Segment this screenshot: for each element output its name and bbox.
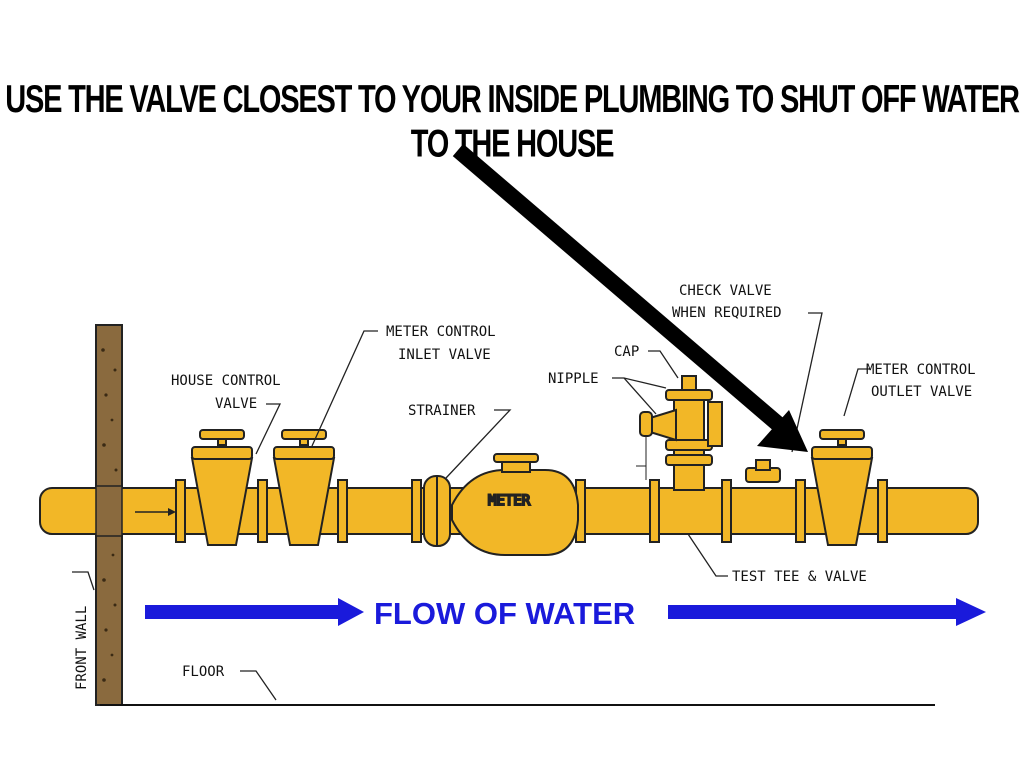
nipple-label: NIPPLE <box>548 371 599 387</box>
floor-label: FLOOR <box>182 664 225 680</box>
meter-outlet-valve <box>810 429 874 546</box>
flow-label: FLOW OF WATER <box>374 596 635 631</box>
cap-label: CAP <box>614 344 639 360</box>
front-wall-label: FRONT WALL <box>74 606 90 690</box>
meter-inlet-label-line2: INLET VALVE <box>398 347 491 363</box>
meter-label: METER <box>488 493 531 509</box>
meter-inlet-label-line1: METER CONTROL <box>386 324 496 340</box>
meter-outlet-label-line1: METER CONTROL <box>866 362 976 378</box>
check-valve <box>745 459 781 483</box>
check-valve-label-line1: CHECK VALVE <box>679 283 772 299</box>
water-meter: METER <box>451 453 579 556</box>
check-valve-label-line2: WHEN REQUIRED <box>672 305 782 321</box>
pointer-arrow <box>452 143 808 452</box>
test-tee-riser <box>636 375 723 491</box>
headline: USE THE VALVE CLOSEST TO YOUR INSIDE PLU… <box>5 78 1020 166</box>
leader-lines <box>72 312 870 701</box>
strainer <box>423 475 451 547</box>
meter-inlet-valve <box>272 429 336 546</box>
test-tee-label: TEST TEE & VALVE <box>732 569 867 585</box>
house-control-valve <box>190 429 254 546</box>
house-control-label-line1: HOUSE CONTROL <box>171 373 281 389</box>
meter-outlet-label-line2: OUTLET VALVE <box>871 384 972 400</box>
flow-arrow: FLOW OF WATER <box>145 596 986 631</box>
strainer-label: STRAINER <box>408 403 476 419</box>
house-control-label-line2: VALVE <box>215 396 257 412</box>
wall-pipe-penetration <box>95 485 123 537</box>
